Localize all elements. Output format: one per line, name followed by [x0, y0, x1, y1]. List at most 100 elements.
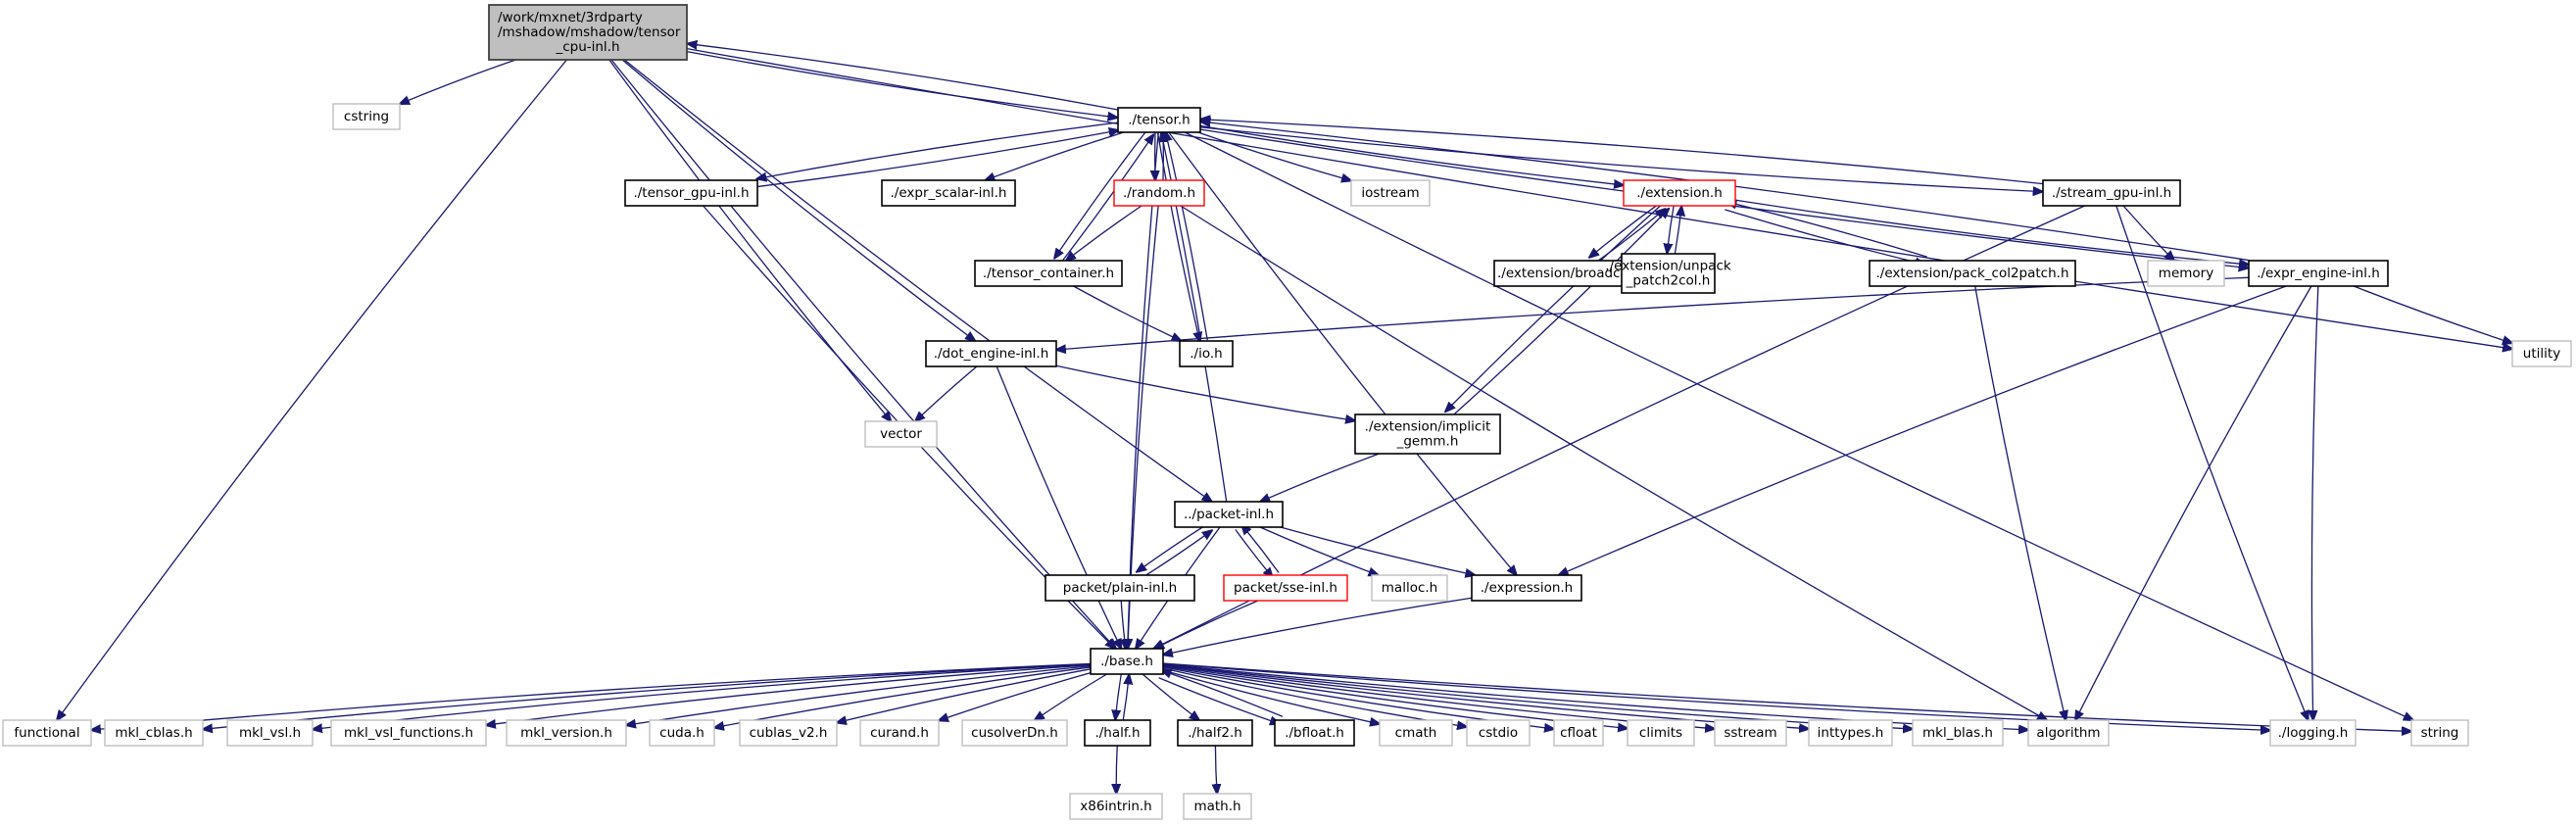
node-cusolver: cusolverDn.h: [961, 719, 1068, 747]
node-base[interactable]: ./base.h: [1090, 648, 1164, 675]
node-label: ./base.h: [1100, 654, 1153, 669]
edge-root-to-utility: [686, 47, 2512, 349]
node-box: [1045, 574, 1195, 602]
node-sse[interactable]: packet/sse-inl.h: [1223, 574, 1348, 602]
node-cstdio: cstdio: [1466, 719, 1531, 747]
edge-tensor-to-stream_gpu: [1199, 126, 2043, 192]
node-half2[interactable]: ./half2.h: [1177, 719, 1253, 747]
node-curand: curand.h: [859, 719, 940, 747]
edge-root-to-vector: [608, 59, 892, 421]
node-box: [1090, 648, 1164, 675]
node-memory: memory: [2147, 260, 2225, 287]
node-algorithm: algorithm: [2027, 719, 2110, 747]
node-label: string: [2421, 725, 2459, 741]
edge-base-to-mkl_cblas: [203, 663, 1092, 730]
node-tensor_container[interactable]: ./tensor_container.h: [974, 260, 1123, 287]
edge-unpack-to-extension: [1674, 207, 1681, 255]
edge-dot_engine-to-base: [996, 365, 1121, 649]
node-mkl_version: mkl_version.h: [506, 719, 627, 747]
node-dot_engine[interactable]: ./dot_engine-inl.h: [925, 340, 1057, 367]
edge-base-to-inttypes: [1162, 664, 1809, 729]
edge-random-to-tensor_container: [1066, 205, 1142, 261]
edge-tensor-to-io: [1156, 132, 1200, 342]
node-box: [1274, 719, 1355, 747]
node-iostream: iostream: [1350, 179, 1431, 207]
node-stream_gpu[interactable]: ./stream_gpu-inl.h: [2042, 179, 2181, 207]
node-expr_scalar[interactable]: ./expr_scalar-inl.h: [881, 179, 1016, 207]
edge-expr_engine-to-logging: [2311, 285, 2319, 720]
node-tensor[interactable]: ./tensor.h: [1117, 107, 1201, 133]
node-mkl_cblas: mkl_cblas.h: [104, 719, 204, 747]
node-label: cstring: [344, 109, 389, 124]
node-climits: climits: [1627, 719, 1695, 747]
node-box: [859, 719, 940, 747]
node-box: [488, 4, 688, 61]
node-pack[interactable]: ./extension/pack_col2patch.h: [1869, 260, 2076, 287]
node-extension[interactable]: ./extension.h: [1623, 179, 1736, 207]
node-random[interactable]: ./random.h: [1113, 179, 1205, 207]
node-box: [1117, 107, 1201, 133]
node-box: [1174, 501, 1284, 528]
edge-base-to-mkl_version: [626, 665, 1092, 725]
node-label: mkl_blas.h: [1922, 725, 1993, 741]
node-label: ./dot_engine-inl.h: [934, 346, 1049, 362]
node-box: [1354, 413, 1501, 455]
node-bfloat[interactable]: ./bfloat.h: [1274, 719, 1355, 747]
node-string: string: [2410, 719, 2469, 747]
node-cublas: cublas_v2.h: [739, 719, 838, 747]
node-label: mkl_vsl_functions.h: [344, 725, 473, 741]
node-label: cfloat: [1560, 725, 1597, 741]
edge-base-to-algorithm: [1162, 663, 2028, 730]
node-box: [1869, 260, 2076, 287]
node-plain[interactable]: packet/plain-inl.h: [1045, 574, 1195, 602]
edge-base-to-functional: [91, 662, 1092, 730]
edge-packet-to-expression: [1280, 526, 1476, 575]
node-label: /work/mxnet/3rdparty: [498, 10, 643, 25]
edge-base-to-mkl_vsl_functions: [486, 664, 1092, 725]
edge-dot_engine-to-vector: [915, 365, 978, 421]
node-packet[interactable]: ../packet-inl.h: [1174, 501, 1284, 528]
node-box: [2027, 719, 2110, 747]
node-label: ./tensor.h: [1128, 113, 1190, 128]
edge-stream_gpu-to-memory: [2122, 205, 2174, 261]
node-expr_engine[interactable]: ./expr_engine-inl.h: [2248, 260, 2389, 287]
edge-base-to-half: [1115, 673, 1122, 719]
node-malloc: malloc.h: [1371, 574, 1448, 602]
node-box: [2147, 260, 2225, 287]
node-cmath: cmath: [1379, 719, 1453, 747]
node-box: [1553, 719, 1604, 747]
node-box: [961, 719, 1068, 747]
node-implicit_gemm[interactable]: ./extension/implicit_gemm.h: [1354, 413, 1501, 455]
node-label: utility: [2523, 346, 2560, 362]
node-root[interactable]: /work/mxnet/3rdparty/mshadow/mshadow/ten…: [488, 4, 688, 61]
edge-tensor_gpu-to-tensor: [757, 130, 1119, 188]
node-label: mkl_cblas.h: [115, 725, 192, 741]
edge-random-to-algorithm: [1180, 205, 2047, 720]
edge-expr_engine-to-utility: [2353, 285, 2512, 343]
node-label: ./tensor_container.h: [983, 266, 1114, 281]
edge-sse-to-packet: [1241, 525, 1280, 573]
node-label: _patch2col.h: [1626, 273, 1711, 289]
node-label: cuda.h: [659, 725, 705, 741]
node-tensor_gpu[interactable]: ./tensor_gpu-inl.h: [624, 179, 758, 207]
node-half[interactable]: ./half.h: [1084, 719, 1151, 747]
edges-layer: [57, 44, 2512, 794]
node-box: [2248, 260, 2389, 287]
node-io[interactable]: ./io.h: [1179, 340, 1234, 367]
node-box: [1223, 574, 1348, 602]
node-label: ./io.h: [1190, 346, 1222, 362]
node-label: iostream: [1361, 185, 1419, 201]
node-unpack[interactable]: ./extension/unpack_patch2col.h: [1605, 253, 1731, 294]
node-box: [1084, 719, 1151, 747]
node-expression[interactable]: ./expression.h: [1471, 574, 1582, 602]
node-label: ./bfloat.h: [1285, 725, 1344, 741]
node-label: ./stream_gpu-inl.h: [2052, 185, 2171, 201]
edge-pack-to-extension: [1726, 202, 1927, 258]
node-x86intrin: x86intrin.h: [1069, 793, 1163, 820]
node-label: ./expression.h: [1481, 580, 1574, 596]
node-label: packet/sse-inl.h: [1234, 580, 1337, 596]
node-label: vector: [880, 426, 922, 442]
node-box: [1177, 719, 1253, 747]
edge-half-to-base: [1122, 675, 1129, 721]
